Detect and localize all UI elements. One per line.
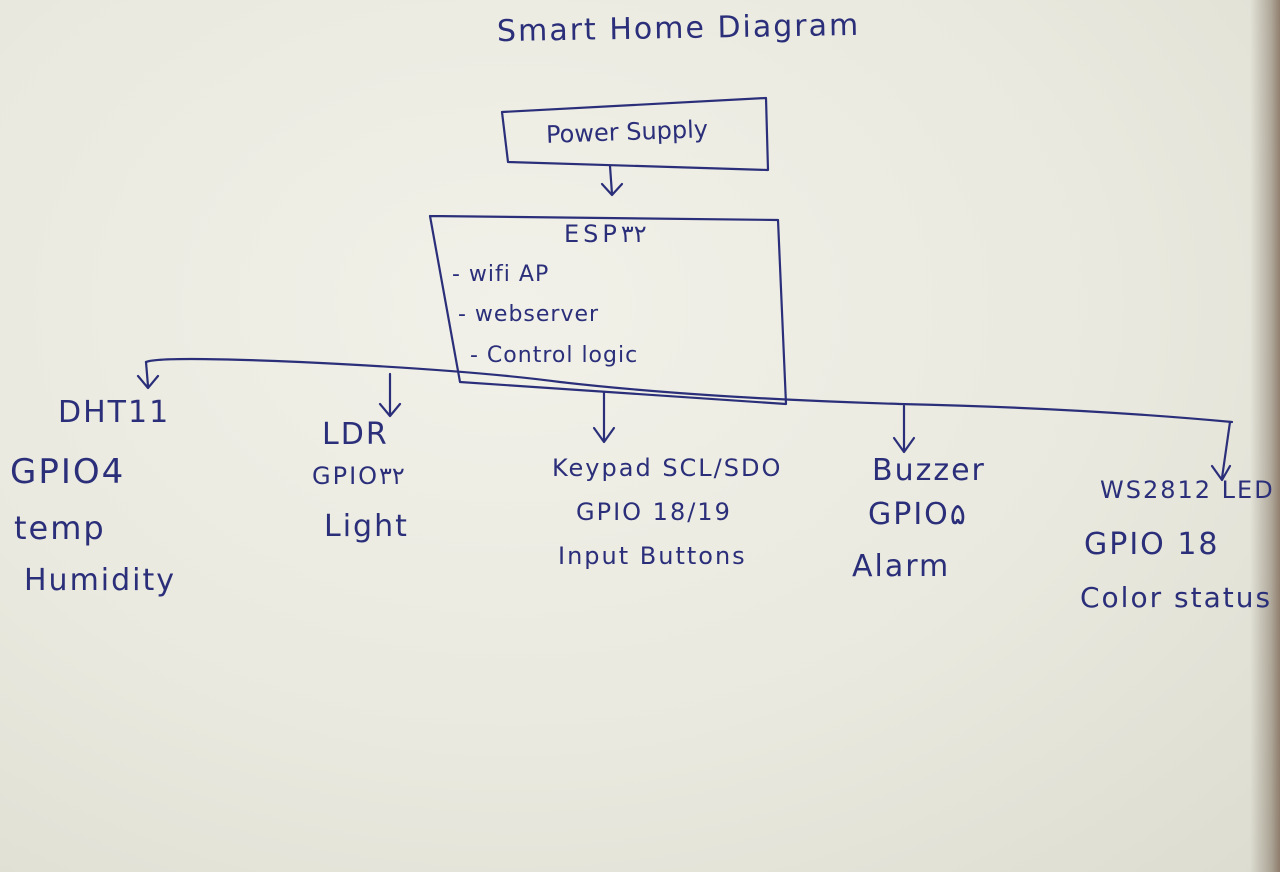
paper-edge — [1250, 0, 1280, 872]
node-dht11-line-1: temp — [14, 509, 106, 547]
node-ldr-line-1: Light — [324, 509, 409, 544]
node-keypad-line-1: Input Buttons — [558, 542, 747, 570]
node-keypad-name: Keypad SCL/SDO — [552, 454, 783, 482]
drop-ldr — [378, 372, 402, 418]
node-led-line-1: Color status — [1080, 581, 1273, 614]
node-keypad-pin: GPIO 18/19 — [576, 498, 732, 526]
controller-title: ESP۳۲ — [564, 220, 647, 248]
node-buzzer-line-1: Alarm — [852, 549, 951, 584]
drop-dht11 — [136, 360, 160, 390]
node-dht11-name: DHT11 — [58, 395, 171, 430]
node-dht11-pin: GPIO4 — [10, 452, 126, 492]
power-supply-box — [500, 96, 770, 172]
node-led-pin: GPIO 18 — [1084, 527, 1220, 562]
node-buzzer-pin: GPIO۵ — [868, 497, 966, 532]
drop-keypad — [592, 390, 616, 444]
power-supply-label: Power Supply — [545, 115, 709, 149]
node-dht11-line-2: Humidity — [24, 563, 177, 598]
controller-item-logic: - Control logic — [470, 343, 639, 368]
node-ldr-name: LDR — [322, 417, 389, 452]
node-ldr-pin: GPIO۳۲ — [312, 462, 405, 490]
drop-buzzer — [892, 404, 916, 454]
diagram-title: Smart Home Diagram — [496, 7, 861, 50]
arrow-power-to-esp — [600, 164, 624, 197]
esp32-box — [428, 214, 788, 406]
bus-line — [144, 357, 1234, 424]
controller-item-webserver: - webserver — [458, 302, 600, 327]
controller-item-wifi: - wifi AP — [452, 262, 550, 287]
node-buzzer-name: Buzzer — [872, 453, 986, 488]
drop-led — [1210, 420, 1232, 482]
node-led-name: WS2812 LED — [1100, 476, 1275, 504]
